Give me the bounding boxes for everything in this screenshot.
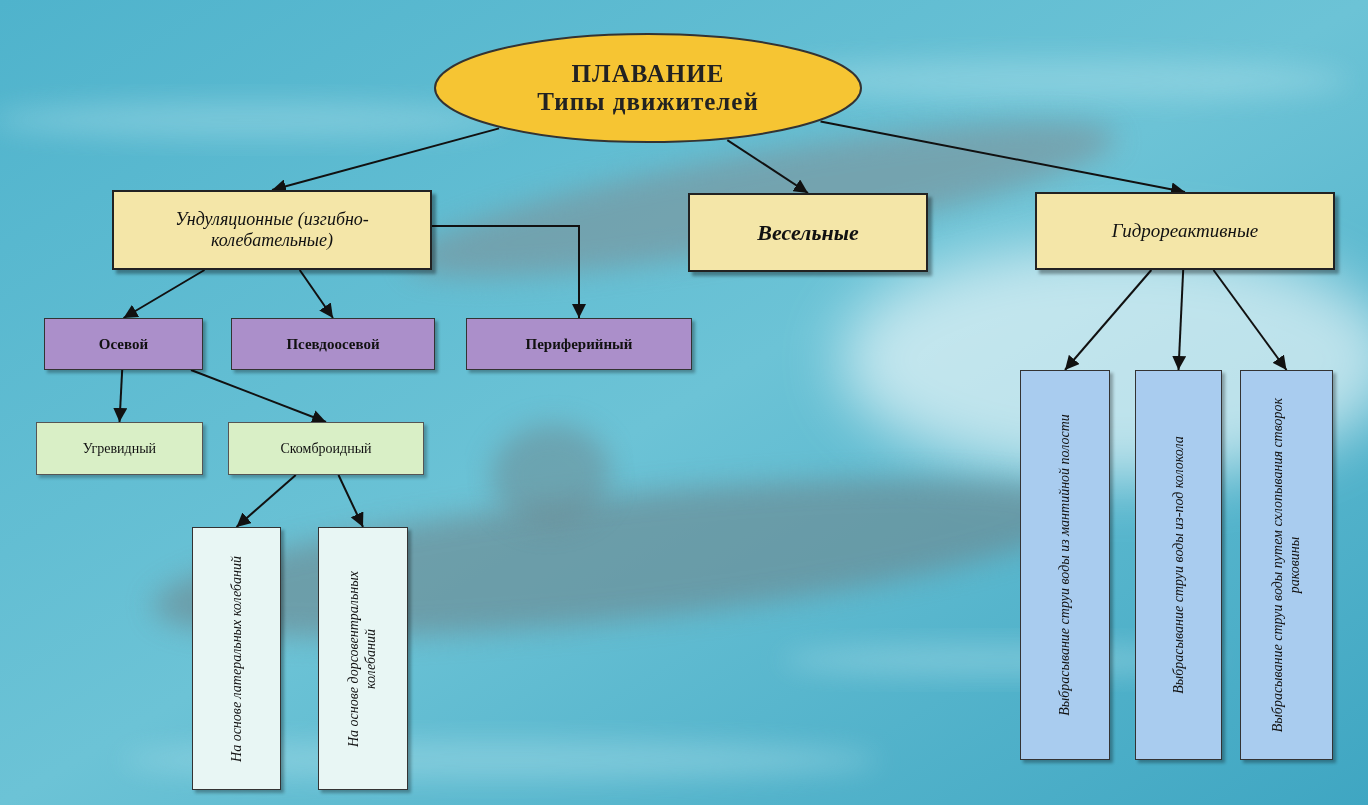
vertical-box: Выбрасывание струи воды из-под колокола [1135, 370, 1222, 760]
node-text: Выбрасывание струи воды из-под колокола [1170, 382, 1187, 748]
node-text: Угревидный [83, 441, 156, 457]
arrow-connector [272, 128, 499, 190]
type-box: Осевой [44, 318, 203, 370]
category-box: Весельные [688, 193, 928, 272]
arrow-connector [432, 226, 579, 318]
vertical-box: Выбрасывание струи воды из мантийной пол… [1020, 370, 1110, 760]
dolphin-silhouette [138, 370, 1094, 669]
dolphin-body [146, 447, 1094, 669]
root-ellipse: ПЛАВАНИЕТипы движителей [433, 32, 863, 144]
vertical-box: На основе латеральных колебаний [192, 527, 281, 790]
node-text: Весельные [757, 220, 858, 246]
node-text: Псевдоосевой [286, 336, 379, 353]
node-text: Ундуляционные (изгибно-колебательные) [152, 209, 392, 251]
vertical-box: На основе дорсовентральных колебаний [318, 527, 408, 790]
wave [0, 102, 510, 138]
arrow-connector [338, 475, 363, 527]
category-box: Гидрореактивные [1035, 192, 1335, 270]
arrow-connector [1213, 270, 1286, 370]
node-text: На основе дорсовентральных колебаний [346, 539, 380, 778]
node-text: Выбрасывание струи воды путем схлопывани… [1270, 382, 1304, 748]
node-text: Периферийный [526, 336, 633, 353]
arrow-connector [727, 140, 808, 193]
arrow-connector [1065, 270, 1151, 370]
node-text: На основе латеральных колебаний [228, 539, 245, 778]
node-text: Гидрореактивные [1112, 220, 1259, 242]
arrow-connector [237, 475, 296, 527]
arrow-connector [1179, 270, 1184, 370]
node-text: Осевой [99, 336, 148, 353]
subtype-box: Скомброидный [228, 422, 424, 475]
type-box: Псевдоосевой [231, 318, 435, 370]
subtype-box: Угревидный [36, 422, 203, 475]
arrow-connector [300, 270, 333, 318]
vertical-box: Выбрасывание струи воды путем схлопывани… [1240, 370, 1333, 760]
category-box: Ундуляционные (изгибно-колебательные) [112, 190, 432, 270]
node-text: Скомброидный [280, 441, 371, 457]
arrow-connector [120, 370, 123, 422]
arrow-connector [191, 370, 326, 422]
ellipse-outline [435, 34, 861, 142]
type-box: Периферийный [466, 318, 692, 370]
arrow-connector [821, 121, 1185, 192]
arrow-connector [124, 270, 205, 318]
node-text: ПЛАВАНИЕ [572, 60, 725, 88]
node-text: Типы движителей [537, 88, 759, 116]
dolphin-fin [486, 419, 616, 531]
node-text: Выбрасывание струи воды из мантийной пол… [1057, 382, 1074, 748]
